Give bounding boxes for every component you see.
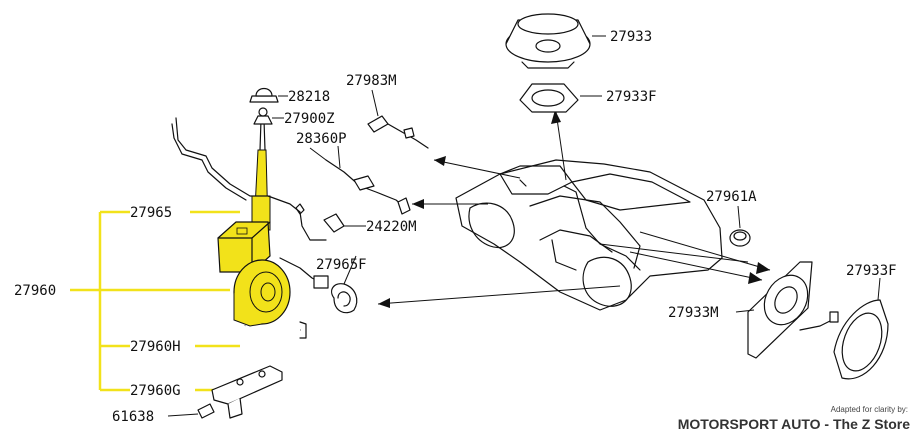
label-27933m: 27933M bbox=[668, 305, 719, 321]
credit-small-text: Adapted for clarity by: bbox=[831, 405, 908, 414]
speaker-27933 bbox=[505, 13, 606, 69]
label-27933: 27933 bbox=[610, 29, 652, 45]
antenna-motor-assembly bbox=[217, 119, 291, 327]
harness-connector bbox=[279, 257, 358, 314]
antenna-nut bbox=[249, 87, 288, 103]
label-28360p: 28360P bbox=[296, 131, 347, 147]
antenna-cable bbox=[171, 117, 327, 241]
label-27933f-side: 27933F bbox=[846, 263, 897, 279]
label-27960h: 27960H bbox=[130, 339, 181, 355]
label-27960: 27960 bbox=[14, 283, 56, 299]
label-leaders bbox=[309, 147, 357, 285]
callout-arrows bbox=[377, 110, 771, 308]
part-labels: 27933 27933F 28218 27900Z 27983M 28360P … bbox=[14, 29, 897, 425]
speaker-mount-top bbox=[519, 83, 602, 113]
label-27965: 27965 bbox=[130, 205, 172, 221]
mounting-bracket bbox=[211, 365, 283, 419]
label-27933f-top: 27933F bbox=[606, 89, 657, 105]
label-27965f: 27965F bbox=[316, 257, 367, 273]
feeder-cable-28360p bbox=[325, 145, 411, 215]
label-27960g: 27960G bbox=[130, 383, 181, 399]
speaker-cover-side bbox=[833, 277, 889, 380]
grommet-27961a bbox=[729, 205, 751, 247]
label-61638: 61638 bbox=[112, 409, 154, 425]
drain-hose bbox=[240, 321, 307, 353]
label-27961a: 27961A bbox=[706, 189, 757, 205]
antenna-grommet bbox=[253, 107, 284, 125]
speaker-cable-27983m bbox=[367, 89, 429, 149]
door-speaker-27933m bbox=[735, 261, 839, 359]
screw bbox=[167, 403, 215, 419]
group-bracket-27960 bbox=[70, 210, 240, 392]
label-28218: 28218 bbox=[288, 89, 330, 105]
car-outline bbox=[455, 159, 723, 311]
label-27983m: 27983M bbox=[346, 73, 397, 89]
label-27900z: 27900Z bbox=[284, 111, 335, 127]
credit-brand-text: MOTORSPORT AUTO - The Z Store bbox=[678, 416, 911, 432]
label-24220m: 24220M bbox=[366, 219, 417, 235]
clip-24220m bbox=[323, 213, 366, 233]
credit-block: Adapted for clarity by: MOTORSPORT AUTO … bbox=[678, 405, 911, 432]
